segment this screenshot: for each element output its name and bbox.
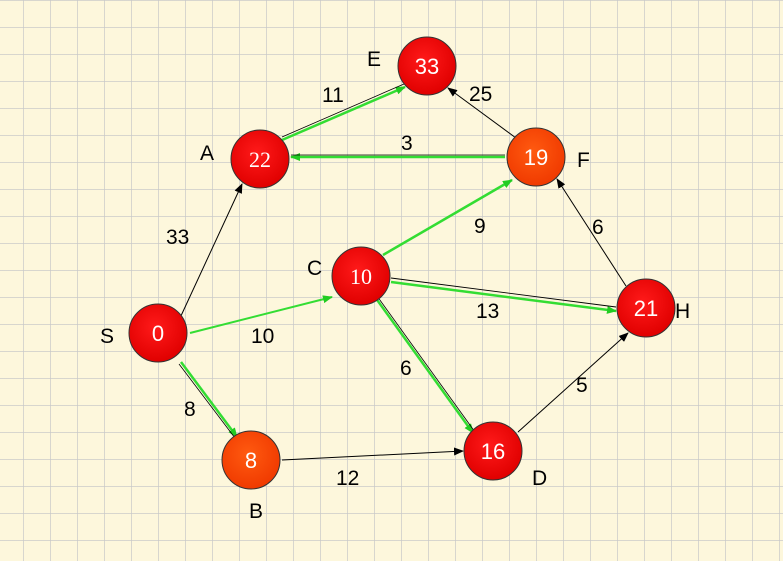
edge-b-d [281, 447, 464, 461]
edge-s-b-outline [178, 363, 236, 439]
node-h: 21 [616, 278, 676, 338]
edge-c-d-outline [376, 295, 476, 433]
edge-s-a [179, 183, 243, 319]
edge-label-b-d: 12 [336, 467, 359, 490]
node-f: 19 [506, 127, 566, 187]
edge-label-f-a: 3 [401, 132, 413, 155]
edge-f-e [447, 87, 517, 139]
node-name-s: S [100, 325, 114, 348]
edge-label-c-f: 9 [474, 215, 486, 238]
edge-label-s-c: 10 [251, 325, 274, 348]
node-value-b: 8 [245, 448, 257, 473]
node-value-e: 33 [415, 54, 439, 79]
edge-label-d-h: 5 [576, 374, 588, 397]
node-value-f: 19 [524, 145, 548, 170]
node-s: 0 [128, 303, 188, 363]
edge-c-f [382, 178, 513, 257]
edge-label-c-h: 13 [476, 300, 499, 323]
node-name-c: C [307, 257, 322, 280]
node-c: 10 [331, 246, 391, 306]
edge-h-f [556, 178, 627, 287]
edge-c-d [373, 296, 475, 434]
edge-a-e-outline [281, 83, 405, 138]
node-name-a: A [200, 142, 214, 165]
edge-label-h-f: 6 [592, 216, 604, 239]
node-e: 33 [397, 36, 457, 96]
node-value-c: 10 [350, 264, 372, 289]
node-value-h: 21 [634, 296, 658, 321]
edge-label-c-d: 6 [400, 357, 412, 380]
node-name-b: B [249, 500, 263, 523]
edge-label-s-a: 33 [166, 226, 189, 249]
edge-label-s-b: 8 [184, 398, 196, 421]
node-value-a: 22 [249, 147, 271, 172]
edge-c-h-outline [390, 277, 617, 308]
edge-label-f-e: 25 [469, 83, 492, 106]
node-name-f: F [577, 149, 590, 172]
node-value-d: 16 [481, 439, 505, 464]
edge-d-h [517, 332, 629, 433]
node-b: 8 [221, 430, 281, 490]
node-name-h: H [675, 300, 690, 323]
edge-label-a-e: 11 [322, 84, 344, 107]
node-a: 22 [230, 129, 290, 189]
node-d: 16 [463, 421, 523, 481]
edge-a-e [281, 85, 406, 142]
node-value-s: 0 [152, 321, 164, 346]
node-name-d: D [532, 467, 547, 490]
edge-s-c [189, 295, 333, 334]
edge-c-h [390, 280, 617, 314]
edge-s-b [179, 361, 239, 438]
node-name-e: E [367, 48, 381, 71]
